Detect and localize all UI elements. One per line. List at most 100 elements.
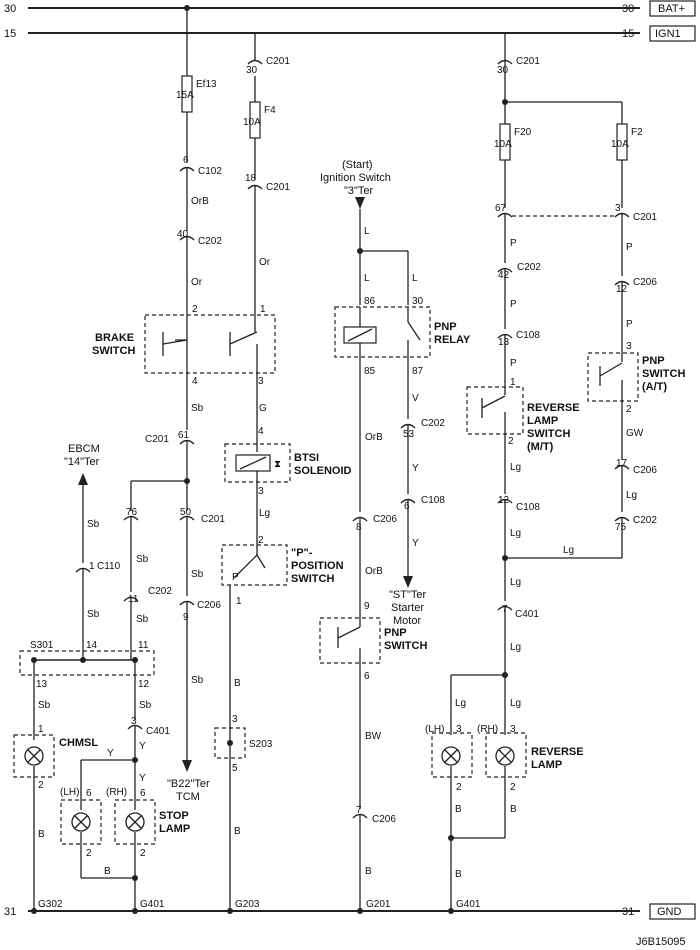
g401-ground: G401: [140, 899, 165, 910]
svg-text:POSITION: POSITION: [291, 560, 344, 572]
g203-ground: G203: [235, 899, 260, 910]
svg-text:C206: C206: [373, 514, 397, 525]
brake-switch: BRAKE SWITCH: [92, 314, 276, 374]
s301-splice: S301: [30, 640, 54, 651]
svg-text:Sb: Sb: [38, 700, 51, 711]
starter-circuit: (Start) Ignition Switch "3"Ter L L L 86 …: [319, 159, 471, 914]
svg-text:B: B: [365, 866, 372, 877]
diagram-id: J6B15095: [636, 936, 686, 948]
svg-text:RELAY: RELAY: [434, 334, 471, 346]
btsi-circuit: 30 C201 F4 10A 18 C201 Or 1 3 G 4 ⧗ BTSI…: [214, 33, 352, 914]
svg-text:SWITCH: SWITCH: [384, 640, 427, 652]
svg-text:SOLENOID: SOLENOID: [294, 465, 352, 477]
svg-text:Lg: Lg: [510, 698, 521, 709]
ign-right-label: 15: [622, 28, 634, 40]
svg-text:75: 75: [615, 522, 627, 533]
gnd-rail-name: GND: [657, 906, 682, 918]
svg-text:C401: C401: [146, 726, 170, 737]
svg-text:Sb: Sb: [136, 554, 149, 565]
svg-text:(RH): (RH): [106, 787, 127, 798]
svg-text:8: 8: [356, 522, 362, 533]
svg-text:2: 2: [192, 304, 198, 315]
fuse-f4: F4: [264, 105, 276, 116]
gnd-left-label: 31: [4, 906, 16, 918]
svg-text:1: 1: [236, 596, 242, 607]
svg-text:3: 3: [258, 486, 264, 497]
g401-ground-right: G401: [456, 899, 481, 910]
svg-text:LAMP: LAMP: [527, 415, 558, 427]
svg-text:18: 18: [245, 173, 257, 184]
svg-text:(LH): (LH): [60, 787, 79, 798]
svg-text:B: B: [104, 866, 111, 877]
svg-text:40: 40: [177, 229, 189, 240]
svg-text:Sb: Sb: [191, 675, 204, 686]
svg-text:12: 12: [138, 679, 150, 690]
svg-text:Sb: Sb: [136, 614, 149, 625]
svg-text:C401: C401: [515, 609, 539, 620]
svg-text:C202: C202: [633, 515, 657, 526]
g302-ground: G302: [38, 899, 63, 910]
svg-text:SWITCH: SWITCH: [642, 368, 685, 380]
svg-text:Lg: Lg: [510, 577, 521, 588]
svg-text:(M/T): (M/T): [527, 441, 554, 453]
svg-text:86: 86: [364, 296, 376, 307]
stop-lamp-label: STOP: [159, 810, 189, 822]
svg-text:Starter: Starter: [391, 602, 424, 614]
svg-text:BW: BW: [365, 731, 382, 742]
svg-text:6: 6: [183, 155, 189, 166]
svg-text:V: V: [412, 393, 419, 404]
btsi-solenoid-label: BTSI: [294, 452, 319, 464]
svg-text:11: 11: [128, 594, 139, 605]
svg-text:GW: GW: [626, 428, 644, 439]
svg-text:2: 2: [456, 782, 462, 793]
svg-text:Lg: Lg: [510, 528, 521, 539]
svg-text:3: 3: [510, 724, 516, 735]
svg-text:LAMP: LAMP: [531, 759, 562, 771]
svg-text:B: B: [234, 678, 241, 689]
g201-ground: G201: [366, 899, 391, 910]
svg-text:50: 50: [180, 507, 192, 518]
svg-text:C206: C206: [633, 465, 657, 476]
svg-text:Y: Y: [107, 748, 114, 759]
svg-text:2: 2: [140, 848, 146, 859]
stop-lamp-circuit: 76 50 C201 Sb 11 C202 Sb Sb 9 C206 Sb "B…: [13, 443, 225, 914]
wire-orb: OrB: [191, 196, 209, 207]
svg-text:1: 1: [38, 724, 44, 735]
svg-text:SWITCH: SWITCH: [92, 345, 135, 357]
svg-text:B: B: [455, 804, 462, 815]
reverse-lamp-label: REVERSE: [531, 746, 584, 758]
svg-text:C206: C206: [372, 814, 396, 825]
bat-rail-name: BAT+: [658, 3, 685, 15]
svg-text:P: P: [626, 319, 633, 330]
svg-text:30: 30: [246, 65, 258, 76]
svg-text:SWITCH: SWITCH: [291, 573, 334, 585]
svg-text:11: 11: [138, 640, 149, 651]
svg-text:14: 14: [86, 640, 98, 651]
svg-text:6: 6: [404, 501, 410, 512]
fuse-f20: F20: [514, 127, 532, 138]
svg-text:30: 30: [497, 65, 509, 76]
svg-text:2: 2: [258, 535, 264, 546]
svg-text:C108: C108: [516, 330, 540, 341]
svg-text:30: 30: [412, 296, 424, 307]
svg-text:Sb: Sb: [87, 519, 100, 530]
bat-rail: 30 30 BAT+: [4, 0, 696, 17]
svg-text:C201: C201: [266, 56, 290, 67]
svg-text:TCM: TCM: [176, 791, 200, 803]
fuse-f2: F2: [631, 127, 643, 138]
svg-text:53: 53: [403, 429, 415, 440]
svg-text:3: 3: [456, 724, 462, 735]
svg-text:B: B: [510, 804, 517, 815]
svg-text:Y: Y: [412, 538, 419, 549]
svg-text:Y: Y: [139, 741, 146, 752]
svg-text:12: 12: [498, 495, 510, 506]
fuse-f4-rating: 10A: [243, 117, 261, 128]
svg-text:L: L: [364, 273, 370, 284]
svg-text:Y: Y: [139, 773, 146, 784]
starter-terminal: "ST"Ter: [389, 589, 426, 601]
s203-splice: S203: [249, 739, 273, 750]
svg-text:Ignition Switch: Ignition Switch: [320, 172, 391, 184]
bat-right-label: 30: [622, 3, 634, 15]
svg-text:3: 3: [615, 203, 621, 214]
